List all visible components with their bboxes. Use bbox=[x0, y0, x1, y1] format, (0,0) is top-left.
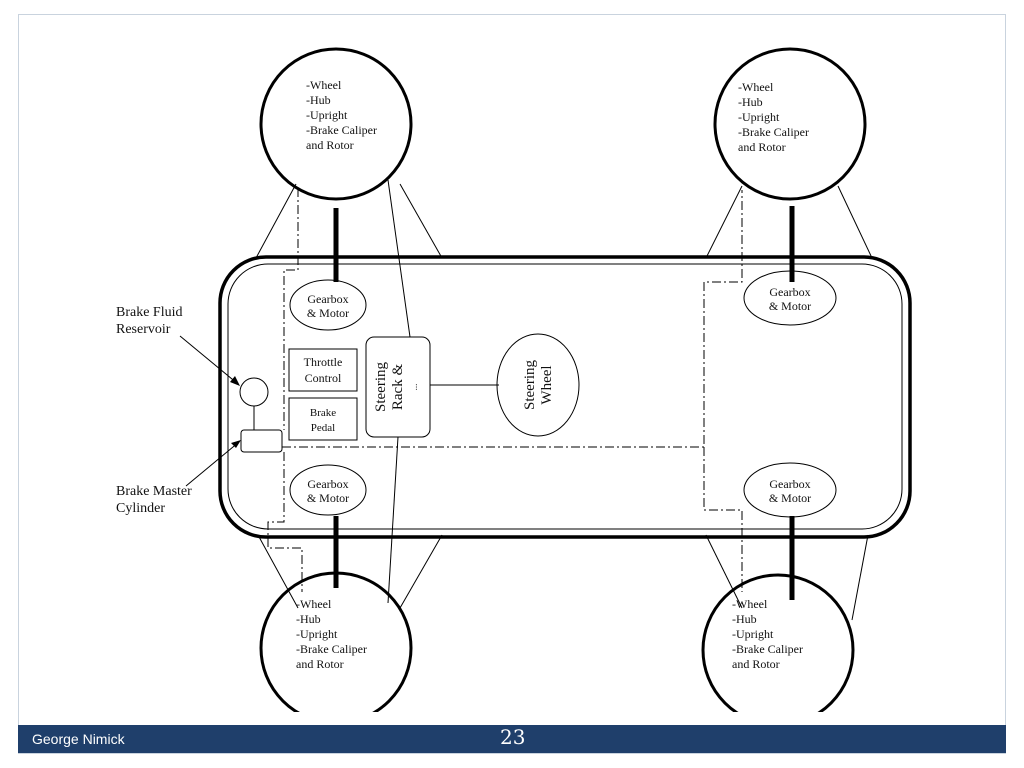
footer-notch bbox=[110, 712, 915, 725]
wheel-fl-line-3: -Upright bbox=[306, 108, 348, 122]
wheel-rl-line-5: and Rotor bbox=[296, 657, 344, 671]
steering-wheel-line-2: Wheel bbox=[539, 365, 555, 404]
wheel-rr-line-1: -Wheel bbox=[732, 597, 768, 611]
gearbox-rr-line-2: & Motor bbox=[769, 491, 811, 505]
footer-bar bbox=[18, 725, 1006, 753]
wheel-rear-left-label: -Wheel -Hub -Upright -Brake Caliper and … bbox=[296, 597, 367, 671]
steering-rack-line-2: Rack & bbox=[390, 364, 406, 411]
wheel-fr-line-2: -Hub bbox=[738, 95, 763, 109]
wheel-fl-line-2: -Hub bbox=[306, 93, 331, 107]
wheel-rr-line-2: -Hub bbox=[732, 612, 757, 626]
wheel-rr-line-5: and Rotor bbox=[732, 657, 780, 671]
steering-rack-line-1: Steering bbox=[373, 362, 389, 412]
wheel-fr-line-5: and Rotor bbox=[738, 140, 786, 154]
wheel-rl-line-1: -Wheel bbox=[296, 597, 332, 611]
wheel-front-left-label: -Wheel -Hub -Upright -Brake Caliper and … bbox=[306, 78, 377, 152]
wheel-fl-line-4: -Brake Caliper bbox=[306, 123, 377, 137]
wheel-fr-line-1: -Wheel bbox=[738, 80, 774, 94]
brake-master-cylinder-line-1: Brake Master bbox=[116, 484, 192, 499]
gearbox-rl-line-2: & Motor bbox=[307, 491, 349, 505]
brake-pedal-line-2: Pedal bbox=[311, 422, 335, 434]
wheel-rl-line-3: -Upright bbox=[296, 627, 338, 641]
gearbox-fl-line-1: Gearbox bbox=[307, 292, 348, 306]
wheel-fl-line-5: and Rotor bbox=[306, 138, 354, 152]
wheel-fr-line-4: -Brake Caliper bbox=[738, 125, 809, 139]
wheel-fr-line-3: -Upright bbox=[738, 110, 780, 124]
brake-pedal-line-1: Brake bbox=[310, 407, 336, 419]
wheel-rr-line-4: -Brake Caliper bbox=[732, 642, 803, 656]
gearbox-fr-line-1: Gearbox bbox=[769, 285, 810, 299]
gearbox-fr-line-2: & Motor bbox=[769, 299, 811, 313]
slide-frame bbox=[18, 14, 1006, 754]
wheel-rl-line-4: -Brake Caliper bbox=[296, 642, 367, 656]
gearbox-fl-line-2: & Motor bbox=[307, 306, 349, 320]
steering-wheel-line-1: Steering bbox=[522, 360, 538, 410]
wheel-rr-line-3: -Upright bbox=[732, 627, 774, 641]
throttle-control-line-2: Control bbox=[305, 371, 342, 385]
wheel-fl-line-1: -Wheel bbox=[306, 78, 342, 92]
presenter-name: George Nimick bbox=[32, 731, 125, 747]
brake-master-cylinder-line-2: Cylinder bbox=[116, 501, 165, 516]
gearbox-rr-line-1: Gearbox bbox=[769, 477, 810, 491]
wheel-rear-right-label: -Wheel -Hub -Upright -Brake Caliper and … bbox=[732, 597, 803, 671]
page-number: 23 bbox=[500, 725, 526, 749]
throttle-control-line-1: Throttle bbox=[304, 355, 343, 369]
brake-fluid-reservoir-line-1: Brake Fluid bbox=[116, 305, 183, 320]
steering-rack-line-3: ... bbox=[409, 384, 419, 391]
wheel-front-right-label: -Wheel -Hub -Upright -Brake Caliper and … bbox=[738, 80, 809, 154]
gearbox-rl-line-1: Gearbox bbox=[307, 477, 348, 491]
brake-fluid-reservoir-line-2: Reservoir bbox=[116, 322, 171, 337]
wheel-rl-line-2: -Hub bbox=[296, 612, 321, 626]
